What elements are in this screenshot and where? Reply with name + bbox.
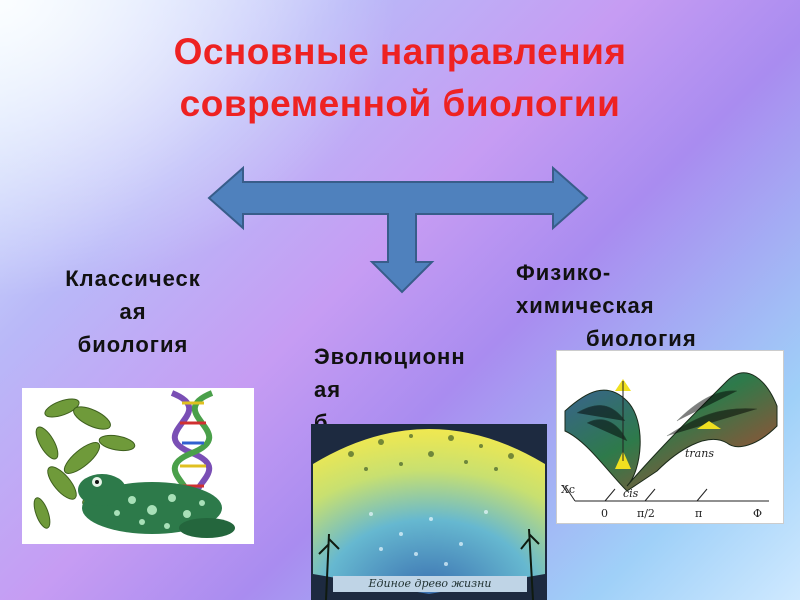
energy-surface-illustration: trans Xc cis 0 π/2 π Φ	[561, 372, 778, 520]
life-fan-icon	[313, 429, 545, 594]
tick-pi-label: π	[695, 507, 702, 520]
branch-classical-line-2: ая	[119, 299, 147, 324]
t-shaped-arrow-icon	[207, 165, 589, 294]
branch-classical-line-1: Классическ	[65, 266, 201, 291]
title-line-2: современной биологии	[179, 83, 621, 124]
branch-evolutionary-line-2: ая	[314, 377, 342, 402]
tree-of-life-illustration	[311, 424, 547, 600]
branch-classical-label: Классическ ая биология	[38, 262, 228, 361]
branch-evolutionary-label: Эволюционн ая б...	[314, 340, 514, 439]
tick-0-label: 0	[601, 507, 608, 520]
tree-of-life-caption: Единое древо жизни	[333, 576, 527, 592]
energy-surface-plot-image: trans Xc cis 0 π/2 π Φ	[556, 350, 784, 524]
tick-pi2-label: π/2	[637, 507, 655, 520]
trans-label: trans	[685, 447, 714, 460]
energy-surface-icon	[564, 372, 778, 492]
phi-label: Φ	[753, 507, 762, 520]
branch-physchem-line-2: химическая	[516, 293, 655, 318]
classical-biology-illustration	[33, 390, 235, 538]
branch-physchem-label: Физико- химическая биология	[516, 256, 756, 355]
title-line-1: Основные направления	[173, 31, 627, 72]
leaves-icon	[33, 398, 136, 529]
branch-physchem-line-1: Физико-	[516, 260, 612, 285]
page-title: Основные направления современной биологи…	[0, 26, 800, 130]
branch-classical-line-3: биология	[77, 332, 189, 357]
frog-icon	[78, 474, 235, 538]
tree-of-life-image: Единое древо жизни	[311, 424, 547, 600]
tree-trunks-icon	[318, 528, 540, 600]
branch-physchem-line-3: биология	[586, 326, 697, 351]
cis-label: cis	[623, 487, 639, 500]
xc-label: Xc	[561, 483, 575, 496]
leaf-dna-frog-image	[22, 388, 254, 544]
branch-evolutionary-line-1: Эволюционн	[314, 344, 466, 369]
